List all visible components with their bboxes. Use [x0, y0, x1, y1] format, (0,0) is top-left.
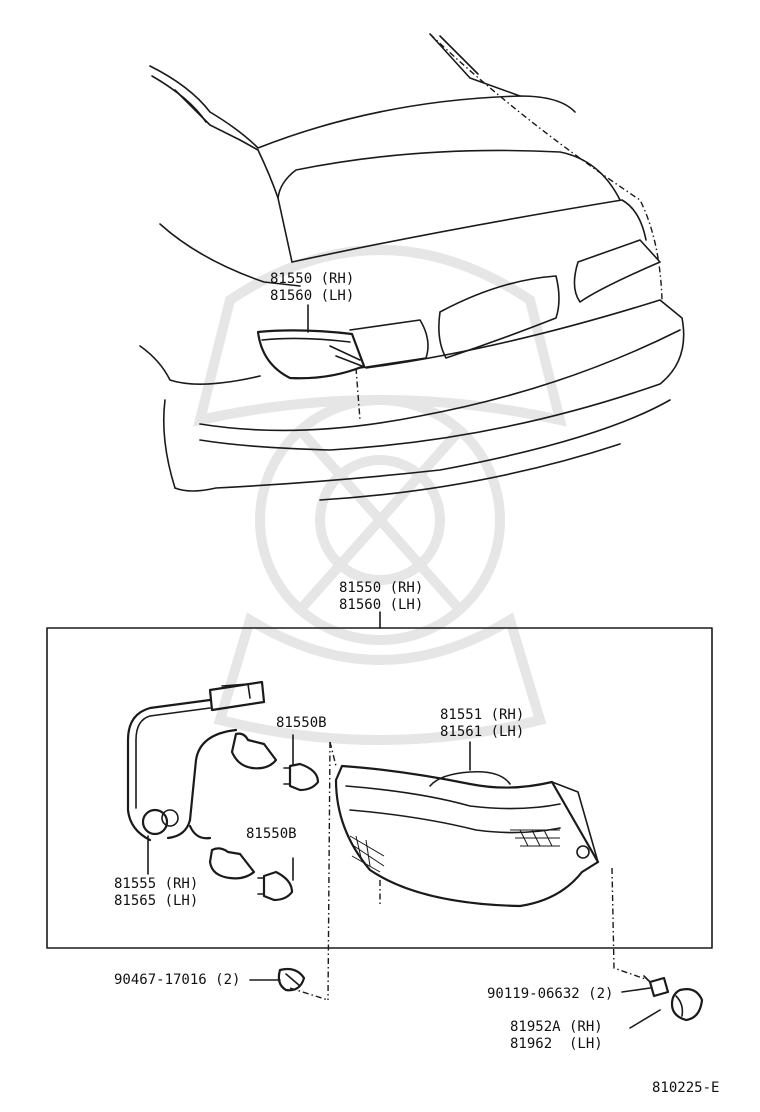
- background-emblem-watermark: [193, 245, 567, 745]
- lens-assembly: [334, 764, 600, 908]
- callout-socket-rh: 81555 (RH): [114, 876, 199, 892]
- callout-cover-rh: 81952A (RH): [510, 1019, 603, 1035]
- cover-cap: [670, 988, 704, 1022]
- bulb-lower: [257, 870, 294, 902]
- callout-clip: 90467-17016 (2): [114, 972, 241, 988]
- callout-box-assembly-rh: 81550 (RH): [339, 580, 424, 596]
- callout-screw: 90119-06632 (2): [487, 986, 614, 1002]
- callout-bulb-lower: 81550B: [246, 826, 297, 842]
- callout-lens-rh: 81551 (RH): [440, 707, 525, 723]
- callout-car-assembly-lh: 81560 (LH): [270, 288, 355, 304]
- socket-wire-harness: [126, 680, 278, 880]
- clip-fastener: [277, 967, 306, 992]
- assembly-guides: [289, 741, 649, 1001]
- assembly-box: [46, 627, 713, 949]
- car-tail-lamp: [256, 329, 366, 380]
- callout-car-assembly-rh: 81550 (RH): [270, 271, 355, 287]
- callout-leaders: [147, 304, 661, 1029]
- callout-socket-lh: 81565 (LH): [114, 893, 199, 909]
- callout-cover-lh: 81962 (LH): [510, 1036, 603, 1052]
- figure-code: 810225-E: [652, 1080, 720, 1096]
- bulb-upper: [283, 762, 320, 792]
- callout-box-assembly-lh: 81560 (LH): [339, 597, 424, 613]
- callout-bulb-upper: 81550B: [276, 715, 327, 731]
- car-rear-outline: [139, 33, 685, 501]
- screw-fastener: [643, 975, 670, 998]
- callout-lens-lh: 81561 (LH): [440, 724, 525, 740]
